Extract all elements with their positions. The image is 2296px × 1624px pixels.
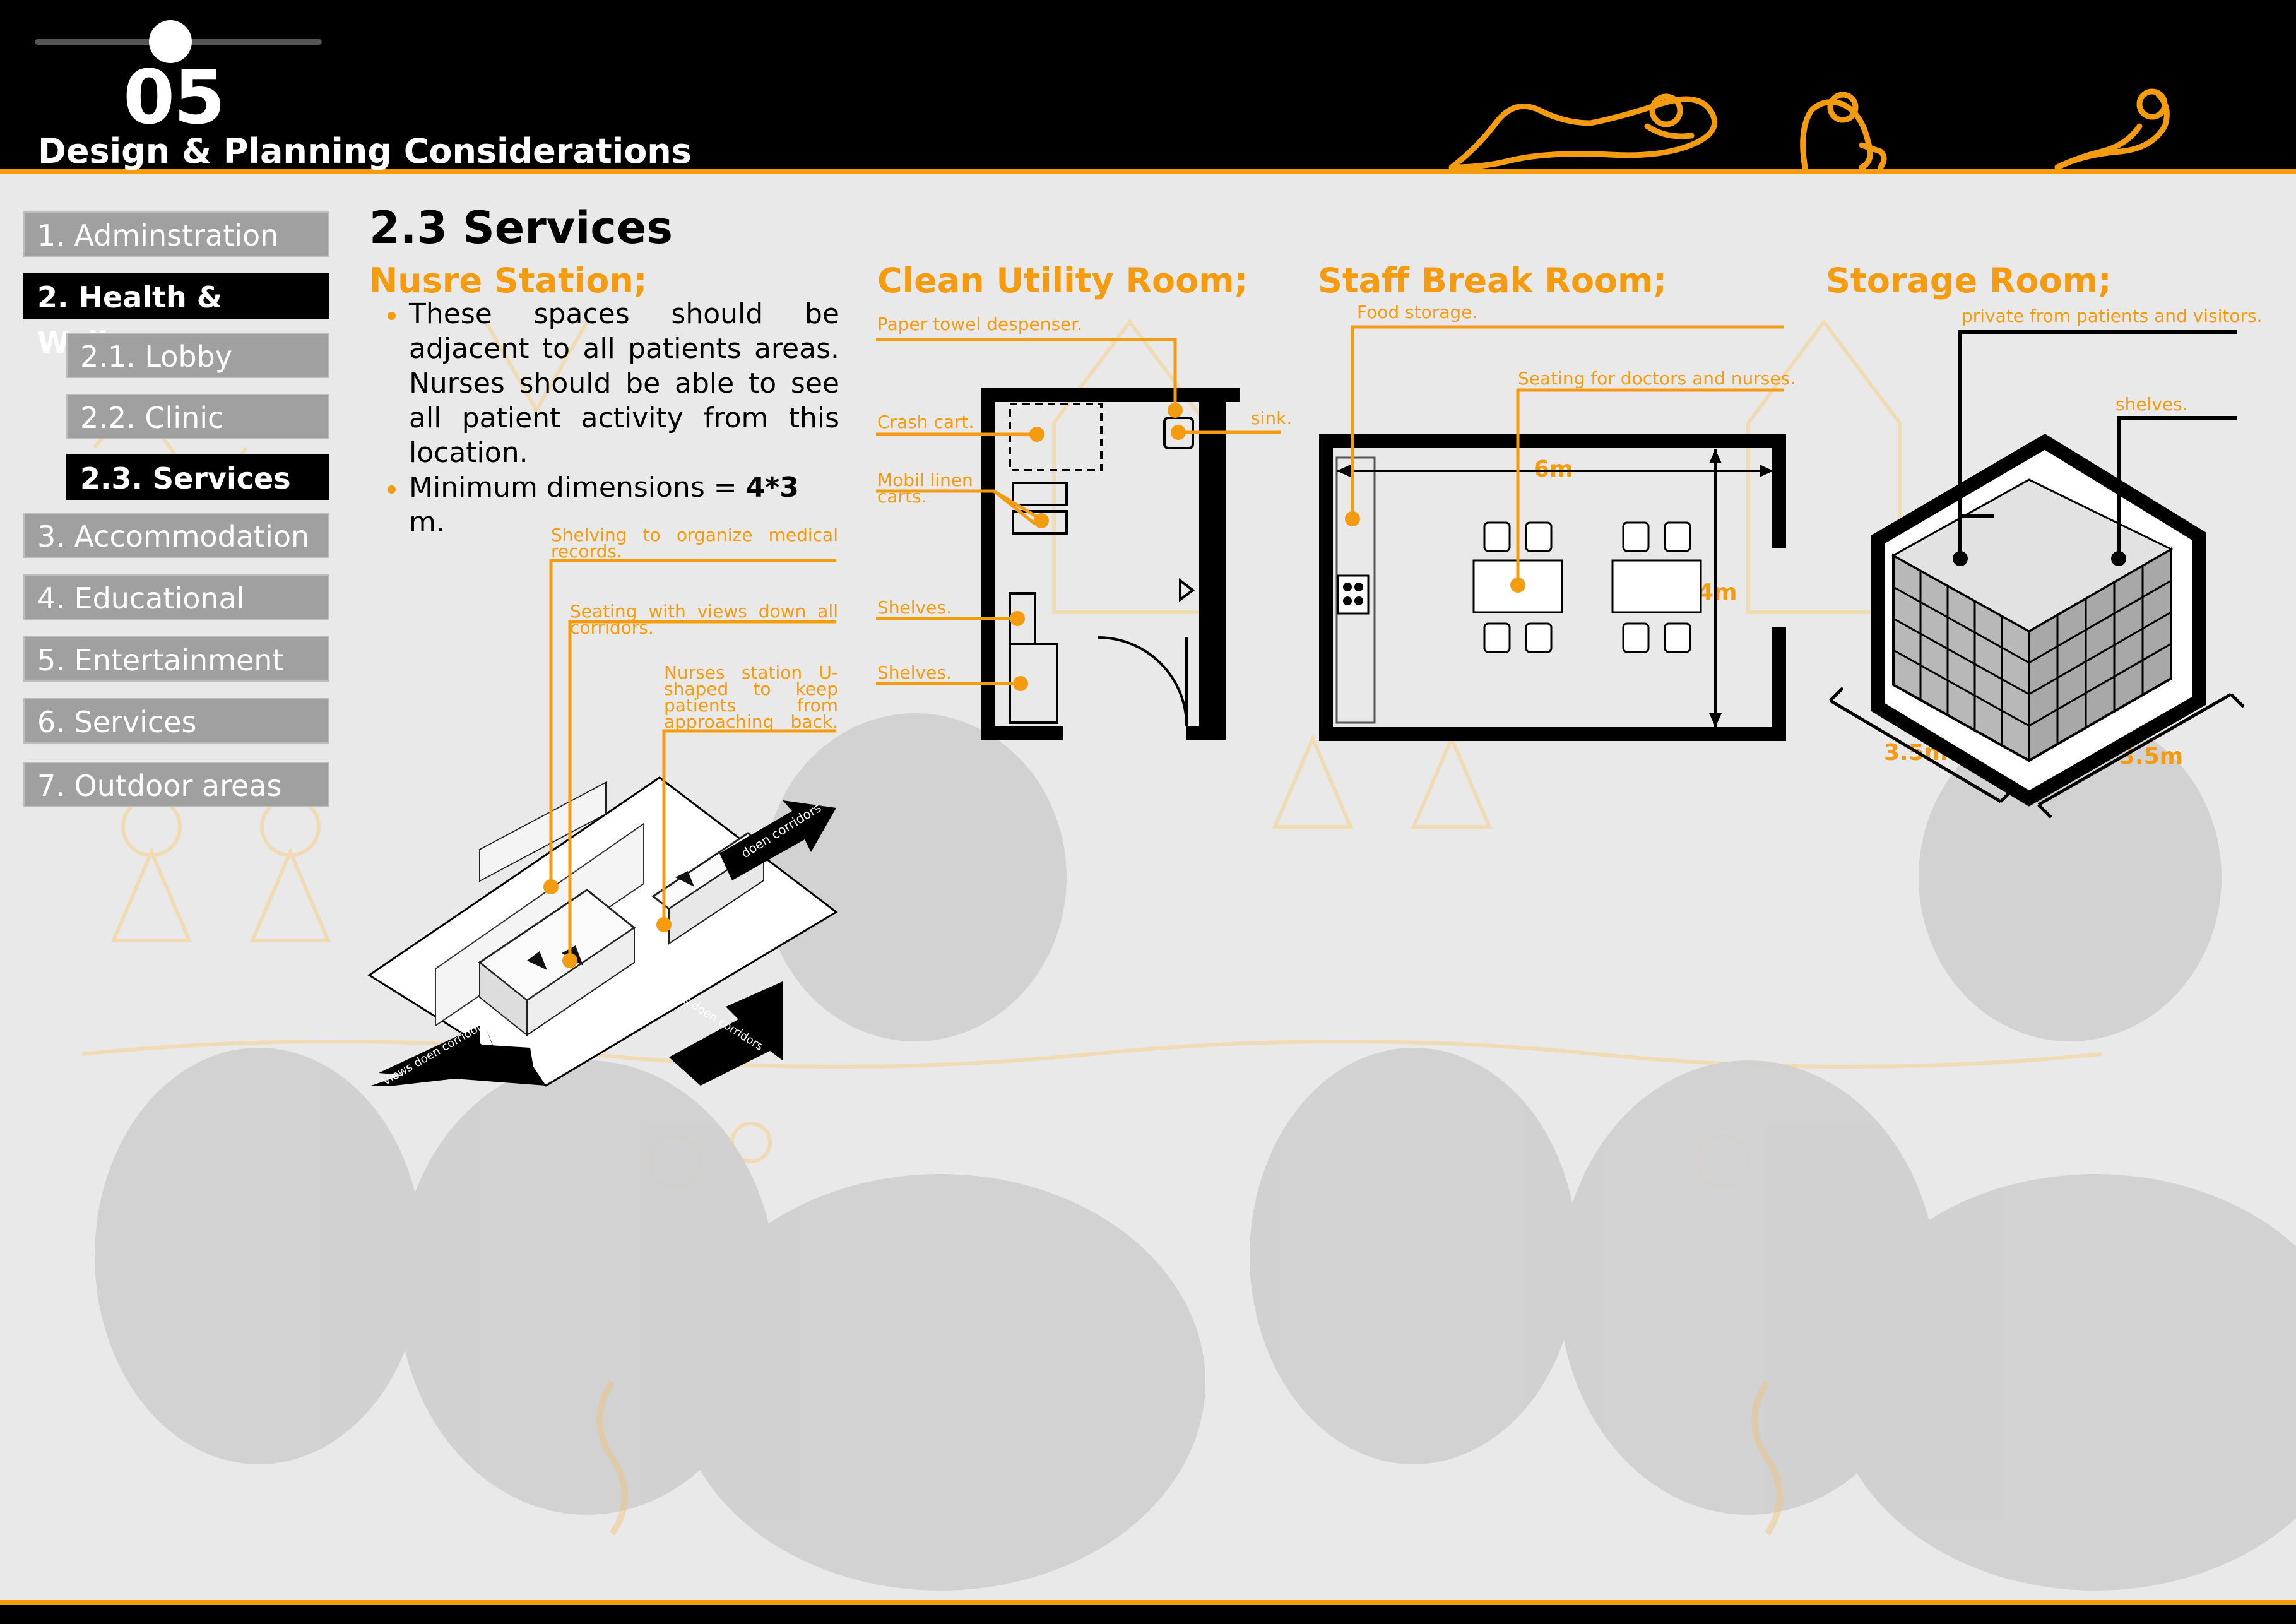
annotation-shelves-1: Shelves. xyxy=(877,597,952,618)
footer-bar xyxy=(0,1605,2296,1624)
annotation-food-storage: Food storage. xyxy=(1357,302,1478,323)
sidebar-item-outdoor-areas[interactable]: 7. Outdoor areas xyxy=(23,762,329,807)
sidebar-item-clinic[interactable]: 2.2. Clinic xyxy=(66,394,329,439)
clean-utility-plan xyxy=(981,388,1240,740)
chapter-title: Design & Planning Considerations xyxy=(38,131,692,171)
section-title: 2.3 Services xyxy=(369,202,673,254)
dimension-height: 4m xyxy=(1698,579,1737,605)
annotation-seating-doctors: Seating for doctors and nurses. xyxy=(1518,368,1796,389)
header-figures-illustration xyxy=(1448,88,2170,170)
sidebar-item-services[interactable]: 6. Services xyxy=(23,698,329,744)
storage-room-title: Storage Room; xyxy=(1826,261,2112,300)
annotation-sink: sink. xyxy=(1251,408,1293,429)
sidebar-item-adminstration[interactable]: 1. Adminstration xyxy=(23,211,329,257)
sidebar-item-services-sub[interactable]: 2.3. Services xyxy=(66,454,329,500)
bullet-bold-dim: 4*3 xyxy=(745,471,799,504)
sidebar-item-educational[interactable]: 4. Educational xyxy=(23,574,329,620)
bullet-unit: m. xyxy=(409,506,445,538)
annotation-shelving: Shelving to organize medical records. xyxy=(551,525,838,562)
progress-knob xyxy=(149,20,192,63)
header-bar xyxy=(0,0,2296,174)
nurse-station-bullets: These spaces should be adjacent to all p… xyxy=(385,297,839,540)
annotation-shelves-2: Shelves. xyxy=(877,662,952,683)
sidebar-item-lobby[interactable]: 2.1. Lobby xyxy=(66,333,329,378)
annotation-u-shaped: Nurses station U-shaped to keep patients… xyxy=(664,662,838,732)
header-accent-line xyxy=(0,169,2296,174)
nurse-station-drawing xyxy=(367,776,838,1087)
nurse-station-title: Nusre Station; xyxy=(369,261,648,300)
bullet-item: These spaces should be adjacent to all p… xyxy=(385,297,839,470)
sidebar-item-health-wellness[interactable]: 2. Health & Wellness xyxy=(23,273,329,360)
chapter-number: 05 xyxy=(123,54,225,141)
bullet-text: Minimum dimensions = xyxy=(409,471,746,504)
clean-utility-title: Clean Utility Room; xyxy=(877,261,1248,300)
staff-break-title: Staff Break Room; xyxy=(1318,261,1667,300)
footer-accent-line xyxy=(0,1600,2296,1605)
bullet-item: Minimum dimensions = 4*3 m. xyxy=(385,470,839,540)
staff-break-plan xyxy=(1319,434,1786,741)
annotation-crash-cart: Crash cart. xyxy=(877,412,974,432)
annotation-paper-towel: Paper towel despenser. xyxy=(877,314,1083,335)
sidebar-item-entertainment[interactable]: 5. Entertainment xyxy=(23,636,329,682)
dimension-width: 6m xyxy=(1534,456,1573,482)
annotation-private: private from patients and visitors. xyxy=(1962,305,2263,326)
storage-room-drawing xyxy=(1829,434,2245,819)
sidebar-item-accommodation[interactable]: 3. Accommodation xyxy=(23,513,329,558)
background-illustration xyxy=(81,319,2296,1591)
annotation-shelves: shelves. xyxy=(2116,394,2188,415)
annotation-mobil-linen: Mobil linen carts. xyxy=(877,470,973,507)
